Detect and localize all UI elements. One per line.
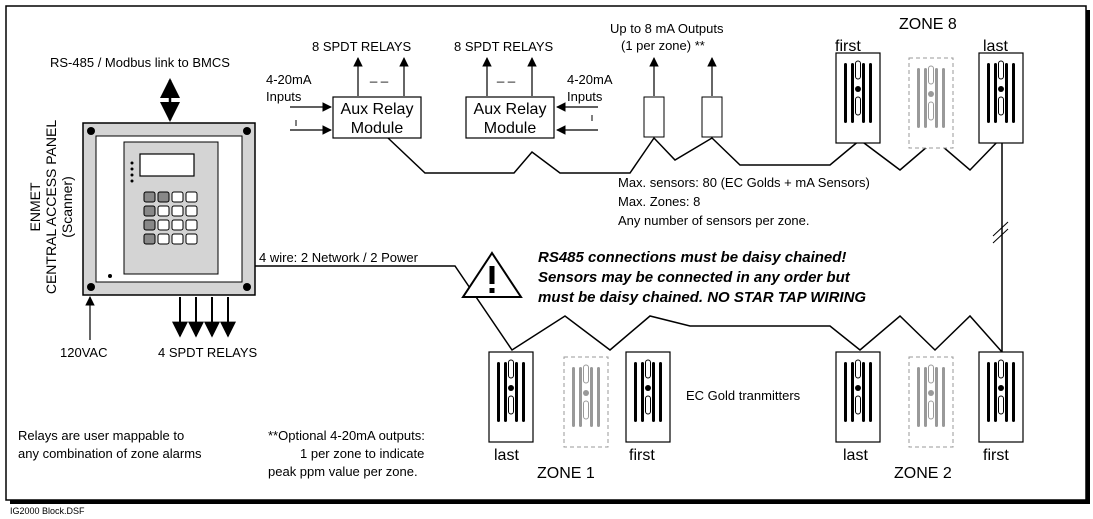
warning-line1: RS485 connections must be daisy chained!	[538, 249, 846, 266]
zone8-sensor-first	[835, 52, 881, 144]
warning-icon	[461, 251, 523, 298]
modbus-label: RS-485 / Modbus link to BMCS	[50, 55, 230, 70]
aux-module-2-relays-label: 8 SPDT RELAYS	[454, 39, 554, 54]
zone1-sensor-last	[488, 351, 534, 443]
zone1-sensor-first	[625, 351, 671, 443]
zone2-sensor-middle	[908, 356, 954, 448]
panel-relays-label: 4 SPDT RELAYS	[158, 345, 258, 360]
panel-title-line3: (Scanner)	[59, 176, 75, 237]
aux-module-2-inputs-line1: 4-20mA	[567, 72, 613, 87]
aux-relay-module-2: Aux Relay Module	[465, 96, 555, 139]
zone8-label: ZONE 8	[899, 16, 957, 33]
panel-title-line1: ENMET	[27, 182, 43, 231]
filename-label: IG2000 Block.DSF	[10, 506, 85, 516]
optional-note-line2: 1 per zone to indicate	[300, 446, 424, 461]
wire-label: 4 wire: 2 Network / 2 Power	[259, 250, 419, 265]
limits-line3: Any number of sensors per zone.	[618, 213, 810, 228]
zone1-first-label: first	[629, 447, 655, 464]
optional-note-line1: **Optional 4-20mA outputs:	[268, 428, 425, 443]
zone8-first-label: first	[835, 38, 861, 55]
aux-module-2-inputs-line2: Inputs	[567, 89, 603, 104]
aux-module-1-inputs-line1: 4-20mA	[266, 72, 312, 87]
ma-output-module-2	[701, 96, 723, 138]
warning-line2: Sensors may be connected in any order bu…	[538, 269, 851, 286]
central-access-panel	[82, 122, 256, 296]
panel-title-line2: CENTRAL ACCESS PANEL	[43, 120, 59, 294]
zone1-label: ZONE 1	[537, 465, 595, 482]
transmitters-label: EC Gold tranmitters	[686, 388, 801, 403]
limits-line1: Max. sensors: 80 (EC Golds + mA Sensors)	[618, 175, 870, 190]
panel-display	[139, 153, 195, 177]
aux-module-2-relay-dash: _ _	[496, 68, 516, 83]
relays-note-line2: any combination of zone alarms	[18, 446, 202, 461]
power-label: 120VAC	[60, 345, 107, 360]
zone1-sensor-middle	[563, 356, 609, 448]
zone2-sensor-first	[978, 351, 1024, 443]
zone1-last-label: last	[494, 447, 519, 464]
zone2-first-label: first	[983, 447, 1009, 464]
aux-module-1-label-line1: Aux Relay	[341, 101, 414, 118]
ma-output-module-1	[643, 96, 665, 138]
panel-relay-arrows	[172, 297, 236, 338]
warning-line3: must be daisy chained. NO STAR TAP WIRIN…	[538, 289, 866, 306]
ma-outputs-line1: Up to 8 mA Outputs	[610, 21, 724, 36]
relays-note-line1: Relays are user mappable to	[18, 428, 184, 443]
aux-module-1-label-line2: Module	[351, 120, 404, 137]
ma-outputs-line2: (1 per zone) **	[621, 38, 705, 53]
zone2-label: ZONE 2	[894, 465, 952, 482]
zone2-last-label: last	[843, 447, 868, 464]
optional-note-line3: peak ppm value per zone.	[268, 464, 418, 479]
rs485-daisy-chain	[255, 136, 1003, 353]
aux-module-1-relay-dash: _ _	[369, 68, 389, 83]
aux-module-1-relays-label: 8 SPDT RELAYS	[312, 39, 412, 54]
aux-module-2-label-line2: Module	[484, 120, 537, 137]
zone8-sensor-middle	[908, 57, 954, 149]
zone8-sensor-last	[978, 52, 1024, 144]
aux-module-1-inputs-line2: Inputs	[266, 89, 302, 104]
zone8-last-label: last	[983, 38, 1008, 55]
panel-keypad	[143, 191, 198, 245]
aux-relay-module-1: Aux Relay Module	[332, 96, 422, 139]
zone2-sensor-last	[835, 351, 881, 443]
aux-module-2-label-line1: Aux Relay	[474, 101, 547, 118]
limits-line2: Max. Zones: 8	[618, 194, 700, 209]
